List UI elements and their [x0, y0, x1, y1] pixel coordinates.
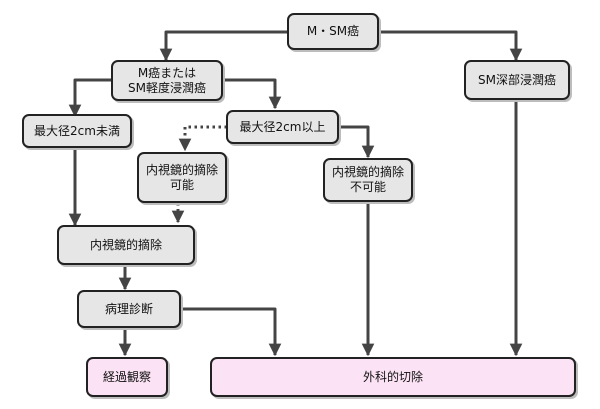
edge-over-2cm-to-endo-possible: [178, 125, 227, 152]
edge-m-or-mild-sm-to-under-2cm: [68, 78, 112, 118]
edge-over-2cm-to-endo-impossible: [338, 125, 375, 159]
edge-m-sm-to-m-or-mild-sm: [159, 30, 288, 62]
edge-pathology-to-surgery: [180, 307, 282, 357]
node-follow-up-observation: 経過観察: [86, 357, 168, 397]
node-max-diameter-over-2cm: 最大径2cm以上: [226, 110, 339, 144]
node-endoscopic-resection-possible: 内視鏡的摘除 可能: [137, 152, 227, 203]
node-endoscopic-resection: 内視鏡的摘除: [57, 225, 195, 265]
node-endoscopic-resection-impossible: 内視鏡的摘除 不可能: [323, 158, 413, 202]
node-pathological-diagnosis: 病理診断: [77, 290, 181, 328]
node-m-sm-cancer: M・SM癌: [287, 13, 379, 50]
node-max-diameter-under-2cm: 最大径2cm未満: [22, 114, 132, 148]
node-m-or-mild-sm-cancer: M癌または SM軽度浸潤癌: [111, 60, 223, 101]
node-surgical-resection: 外科的切除: [210, 357, 576, 397]
edge-m-sm-to-sm-deep: [378, 30, 523, 62]
node-sm-deep-cancer: SM深部浸潤癌: [464, 60, 570, 100]
edge-m-or-mild-sm-to-over-2cm: [222, 78, 282, 110]
